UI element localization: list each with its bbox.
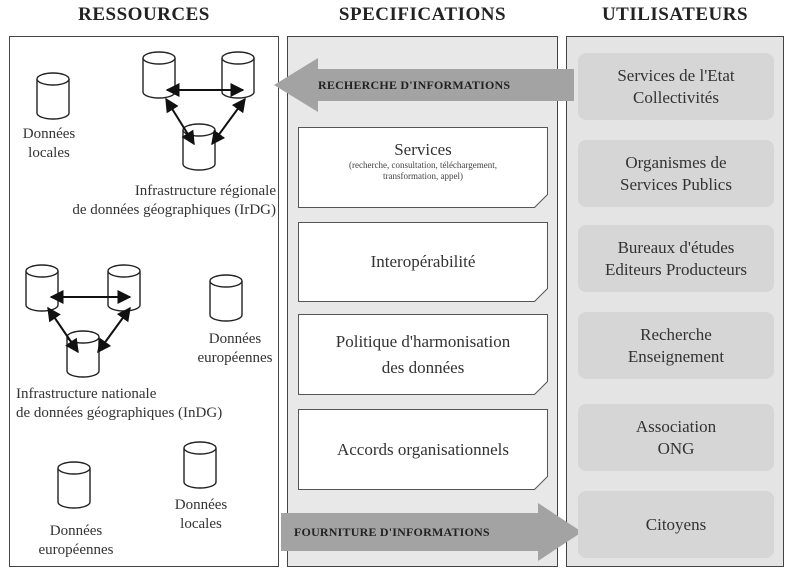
page-fold-icon: [534, 381, 548, 395]
recherche-label: RECHERCHE D'INFORMATIONS: [318, 78, 511, 92]
spec-card-interoperabilite: Interopérabilité: [298, 222, 548, 302]
page-fold-icon: [534, 288, 548, 302]
header-utilisateurs: UTILISATEURS: [601, 4, 749, 25]
spec-card-accords: Accords organisationnels: [298, 409, 548, 490]
ressources-column: [9, 36, 279, 567]
spec-title: Accords organisationnels: [336, 439, 509, 459]
spec-subtitle: transformation, appel): [383, 171, 463, 181]
fourniture-label: FOURNITURE D'INFORMATIONS: [294, 525, 490, 539]
page-fold-icon: [534, 194, 548, 208]
spec-title: Interopérabilité: [370, 252, 476, 271]
spec-card-services: Services (recherche, consultation, téléc…: [298, 127, 548, 208]
spec-title-line: des données: [381, 357, 465, 377]
spec-title-line: Politique d'harmonisation: [335, 331, 511, 351]
utilisateurs-column: [566, 36, 784, 567]
spec-title: Services: [394, 140, 452, 159]
user-box-citoyens: Citoyens: [578, 491, 774, 558]
header-specifications: SPECIFICATIONS: [338, 4, 507, 25]
spec-card-politique: Politique d'harmonisation des données: [298, 314, 548, 395]
header-ressources: RESSOURCES: [78, 4, 210, 25]
page-fold-icon: [534, 476, 548, 490]
spec-subtitle: (recherche, consultation, téléchargement…: [348, 160, 497, 170]
